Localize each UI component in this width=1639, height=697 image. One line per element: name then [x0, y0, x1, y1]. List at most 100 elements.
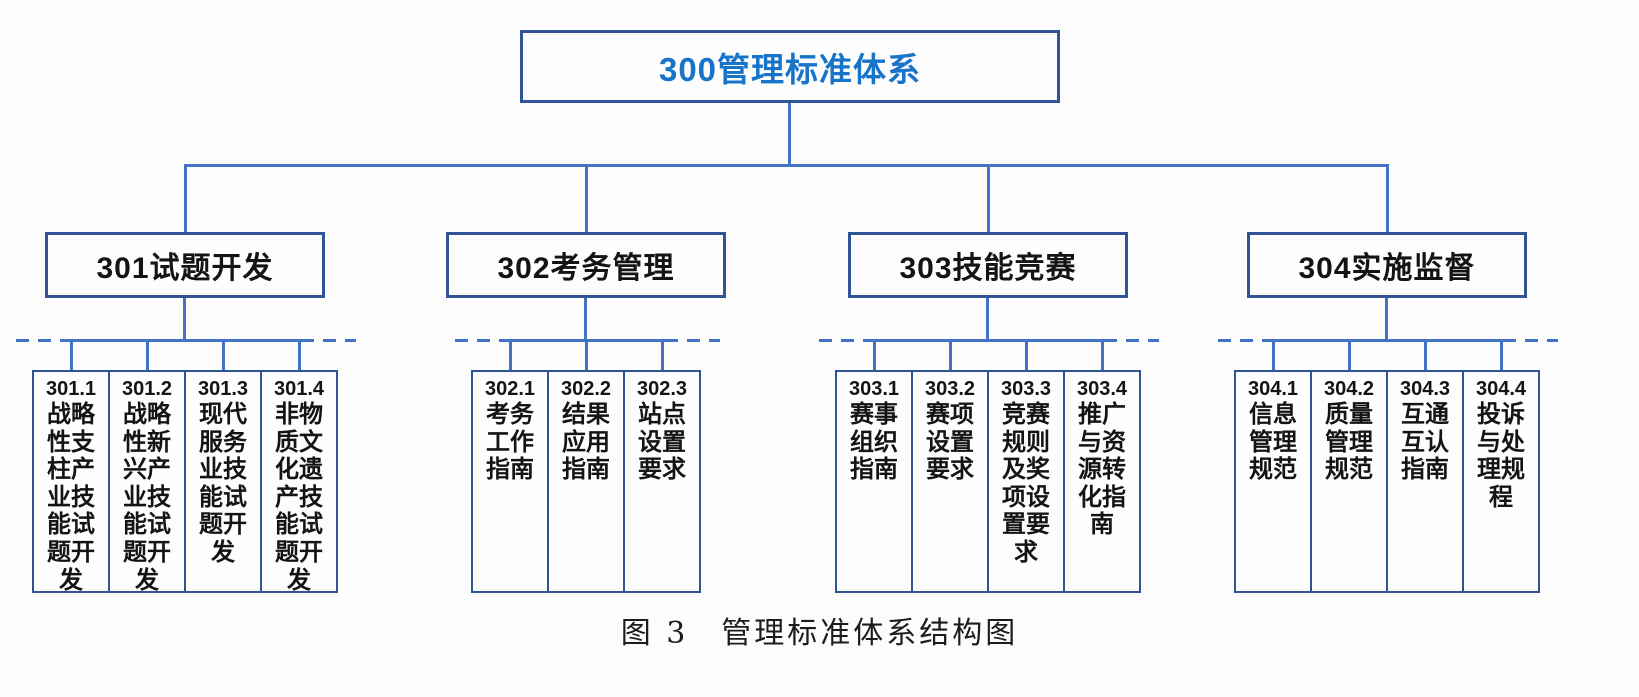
node-303-2-label: 赛项设置要求 — [926, 401, 974, 484]
children-301: 301.1 战略性支柱产业技能试题开发 301.2 战略性新兴产业技能试题开发 … — [15, 370, 355, 593]
node-304-1-code: 304.1 — [1247, 378, 1299, 400]
connector-main-horizontal — [185, 164, 1388, 167]
node-303-3-label: 竞赛规则及奖项设置要求 — [1002, 401, 1050, 566]
connector-root-drop — [788, 103, 791, 165]
group-302: 302考务管理 302.1 考务工作指南 302.2 结果应用指南 302.3 … — [416, 232, 756, 593]
node-303-4-code: 303.4 — [1076, 378, 1128, 400]
node-303-3-code: 303.3 — [1000, 378, 1052, 400]
node-302-3-box: 302.3 站点设置要求 — [623, 370, 701, 593]
connector-303-stub — [986, 298, 989, 339]
node-304-2-label: 质量管理规范 — [1325, 401, 1373, 484]
node-303-2-code: 303.2 — [924, 378, 976, 400]
branch-304-stub-1 — [1272, 339, 1275, 370]
node-301-4-code: 301.4 — [273, 378, 325, 400]
node-301-box: 301试题开发 — [45, 232, 325, 298]
group-303: 303技能竞赛 303.1 赛事组织指南 303.2 赛项设置要求 303.3 … — [818, 232, 1159, 593]
node-301-3-box: 301.3 现代服务业技能试题开发 — [184, 370, 262, 593]
children-302: 302.1 考务工作指南 302.2 结果应用指南 302.3 站点设置要求 — [416, 370, 756, 593]
branch-303-stub-3 — [1025, 339, 1028, 370]
branch-301-dash-right — [301, 339, 356, 342]
branch-302-stub-1 — [509, 339, 512, 370]
children-304: 304.1 信息管理规范 304.2 质量管理规范 304.3 互通互认指南 3… — [1217, 370, 1557, 593]
branch-302-stub-3 — [661, 339, 664, 370]
branch-304-dash-right — [1503, 339, 1558, 342]
branch-303-dash-right — [1104, 339, 1159, 342]
branch-303 — [818, 339, 1159, 370]
node-303-1-box: 303.1 赛事组织指南 — [835, 370, 913, 593]
connector-301-stub — [183, 298, 186, 339]
node-302-2-label: 结果应用指南 — [562, 401, 610, 484]
node-303-1-code: 303.1 — [848, 378, 900, 400]
node-302-3-code: 302.3 — [636, 378, 688, 400]
node-303-4-label: 推广与资源转化指南 — [1078, 401, 1126, 539]
node-301-label: 301试题开发 — [96, 252, 274, 285]
connector-drop-301 — [184, 164, 187, 233]
branch-304-dash-left — [1218, 339, 1273, 342]
connector-drop-303 — [987, 164, 990, 233]
node-303-3-box: 303.3 竞赛规则及奖项设置要求 — [987, 370, 1065, 593]
node-304-3-label: 互通互认指南 — [1401, 401, 1449, 484]
root-node-box: 300管理标准体系 — [520, 30, 1060, 103]
node-301-1-label: 战略性支柱产业技能试题开发 — [47, 401, 95, 593]
node-304-4-box: 304.4 投诉与处理规程 — [1462, 370, 1540, 593]
branch-302-stub-2 — [585, 339, 588, 370]
node-302-box: 302考务管理 — [446, 232, 726, 298]
branch-301-dash-left — [16, 339, 71, 342]
branch-304-solid — [1273, 339, 1504, 342]
group-304: 304实施监督 304.1 信息管理规范 304.2 质量管理规范 304.3 … — [1217, 232, 1558, 593]
branch-304-stub-3 — [1424, 339, 1427, 370]
branch-303-stub-4 — [1101, 339, 1104, 370]
branch-304 — [1217, 339, 1558, 370]
node-301-2-label: 战略性新兴产业技能试题开发 — [123, 401, 171, 593]
node-304-1-label: 信息管理规范 — [1249, 401, 1297, 484]
node-304-1-box: 304.1 信息管理规范 — [1234, 370, 1312, 593]
node-303-4-box: 303.4 推广与资源转化指南 — [1063, 370, 1141, 593]
node-304-3-code: 304.3 — [1399, 378, 1451, 400]
node-301-1-code: 301.1 — [45, 378, 97, 400]
node-304-4-label: 投诉与处理规程 — [1477, 401, 1525, 511]
figure-caption: 图 3 管理标准体系结构图 — [620, 616, 1019, 651]
branch-303-stub-2 — [949, 339, 952, 370]
node-301-2-box: 301.2 战略性新兴产业技能试题开发 — [108, 370, 186, 593]
node-301-1-box: 301.1 战略性支柱产业技能试题开发 — [32, 370, 110, 593]
children-303: 303.1 赛事组织指南 303.2 赛项设置要求 303.3 竞赛规则及奖项设… — [818, 370, 1158, 593]
connector-drop-302 — [585, 164, 588, 233]
branch-301 — [15, 339, 356, 370]
branch-301-stub-3 — [222, 339, 225, 370]
branch-302-dash-right — [665, 339, 720, 342]
root-node-label: 300管理标准体系 — [658, 50, 922, 88]
node-303-box: 303技能竞赛 — [848, 232, 1128, 298]
branch-304-stub-4 — [1500, 339, 1503, 370]
connector-302-stub — [584, 298, 587, 339]
node-302-3-label: 站点设置要求 — [638, 401, 686, 484]
node-304-4-code: 304.4 — [1475, 378, 1527, 400]
branch-301-stub-4 — [298, 339, 301, 370]
branch-303-stub-1 — [873, 339, 876, 370]
connector-304-stub — [1385, 298, 1388, 339]
node-302-2-code: 302.2 — [560, 378, 612, 400]
node-301-3-code: 301.3 — [197, 378, 249, 400]
branch-303-solid — [874, 339, 1105, 342]
node-302-label: 302考务管理 — [497, 252, 675, 285]
node-302-2-box: 302.2 结果应用指南 — [547, 370, 625, 593]
node-301-3-label: 现代服务业技能试题开发 — [199, 401, 247, 566]
branch-303-dash-left — [819, 339, 874, 342]
node-302-1-box: 302.1 考务工作指南 — [471, 370, 549, 593]
node-303-label: 303技能竞赛 — [899, 252, 1077, 285]
node-302-1-code: 302.1 — [484, 378, 536, 400]
branch-301-stub-1 — [70, 339, 73, 370]
branch-301-solid — [71, 339, 302, 342]
branch-302-dash-left — [455, 339, 510, 342]
node-301-4-label: 非物质文化遗产技能试题开发 — [275, 401, 323, 593]
branch-302 — [416, 339, 756, 370]
group-301: 301试题开发 301.1 战略性支柱产业技能试题开发 301.2 战略性新兴产… — [15, 232, 356, 593]
node-304-label: 304实施监督 — [1298, 252, 1476, 285]
branch-304-stub-2 — [1348, 339, 1351, 370]
node-302-1-label: 考务工作指南 — [486, 401, 534, 484]
node-301-2-code: 301.2 — [121, 378, 173, 400]
node-304-box: 304实施监督 — [1247, 232, 1527, 298]
node-304-2-code: 304.2 — [1323, 378, 1375, 400]
node-304-2-box: 304.2 质量管理规范 — [1310, 370, 1388, 593]
node-303-1-label: 赛事组织指南 — [850, 401, 898, 484]
